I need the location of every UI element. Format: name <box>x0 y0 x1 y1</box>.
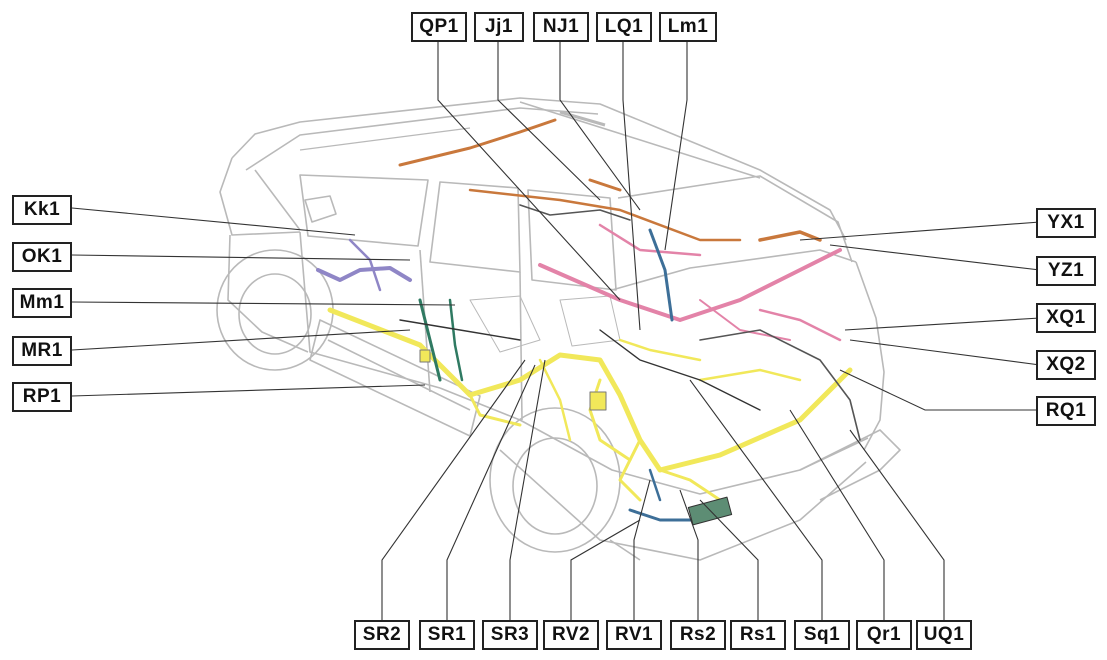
connector-label-rv2: RV2 <box>543 620 599 650</box>
connector-label-sr2: SR2 <box>354 620 410 650</box>
connector-label-nj1: NJ1 <box>533 12 589 42</box>
connector-label-rq1: RQ1 <box>1036 396 1096 426</box>
connector-label-kk1: Kk1 <box>12 195 72 225</box>
connector-label-sr1: SR1 <box>419 620 475 650</box>
vehicle-outline <box>216 97 901 561</box>
connector-label-rs1: Rs1 <box>730 620 786 650</box>
connector-label-mr1: MR1 <box>12 336 72 366</box>
connector-label-rv1: RV1 <box>606 620 662 650</box>
connector-label-lq1: LQ1 <box>596 12 652 42</box>
wiring-harnesses <box>316 118 861 526</box>
connector-label-mm1: Mm1 <box>12 288 72 318</box>
connector-label-xq2: XQ2 <box>1036 350 1096 380</box>
connector-label-yz1: YZ1 <box>1036 256 1096 286</box>
connector-label-rs2: Rs2 <box>670 620 726 650</box>
connector-label-ok1: OK1 <box>12 242 72 272</box>
connector-label-uq1: UQ1 <box>916 620 972 650</box>
connector-label-sq1: Sq1 <box>794 620 850 650</box>
connector-label-sr3: SR3 <box>482 620 538 650</box>
connector-label-jj1: Jj1 <box>474 12 524 42</box>
connector-label-rp1: RP1 <box>12 382 72 412</box>
leader-lines <box>71 38 1041 622</box>
connector-label-qr1: Qr1 <box>856 620 912 650</box>
connector-label-xq1: XQ1 <box>1036 303 1096 333</box>
connector-label-lm1: Lm1 <box>659 12 717 42</box>
connector-label-qp1: QP1 <box>411 12 467 42</box>
connector-label-yx1: YX1 <box>1036 208 1096 238</box>
